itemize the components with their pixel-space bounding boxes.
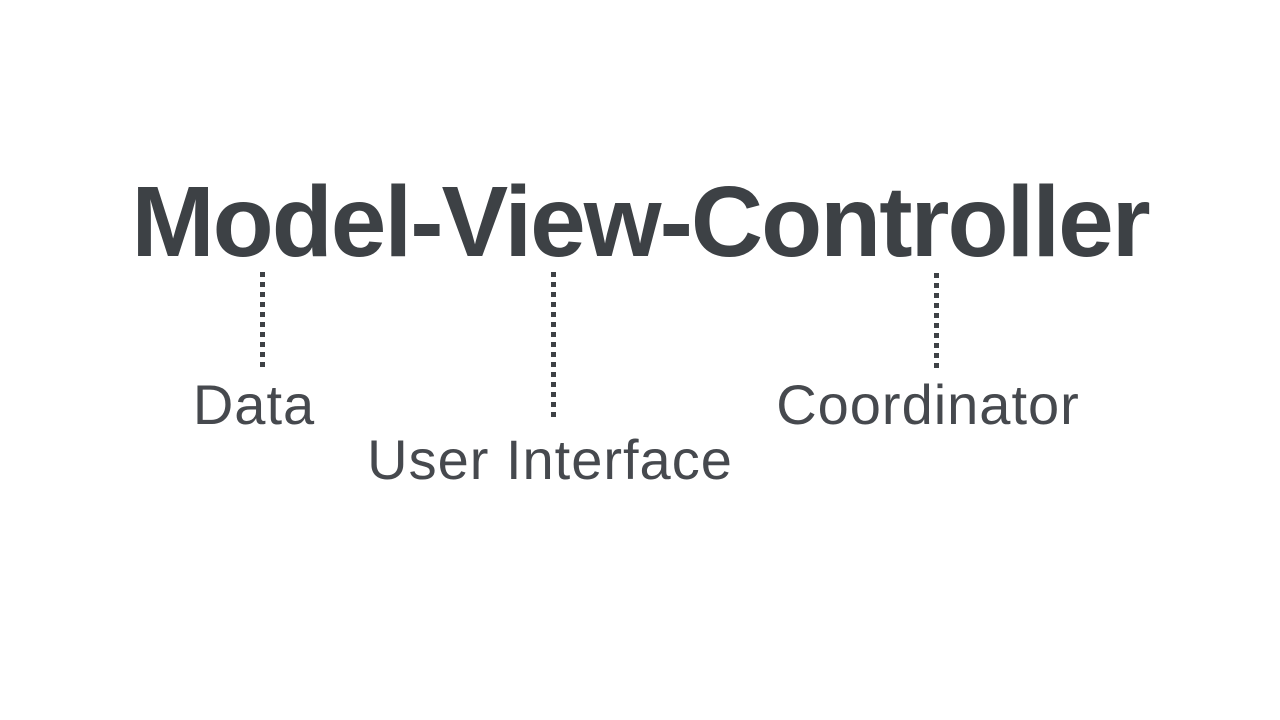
view-annotation-label: User Interface: [367, 428, 733, 491]
controller-annotation-label: Coordinator: [776, 373, 1080, 436]
controller-dotted-connector: [934, 273, 939, 372]
page-title: Model-View-Controller: [131, 166, 1150, 278]
model-dotted-connector: [260, 272, 265, 370]
view-dotted-connector: [551, 272, 556, 420]
model-annotation-label: Data: [192, 373, 316, 436]
